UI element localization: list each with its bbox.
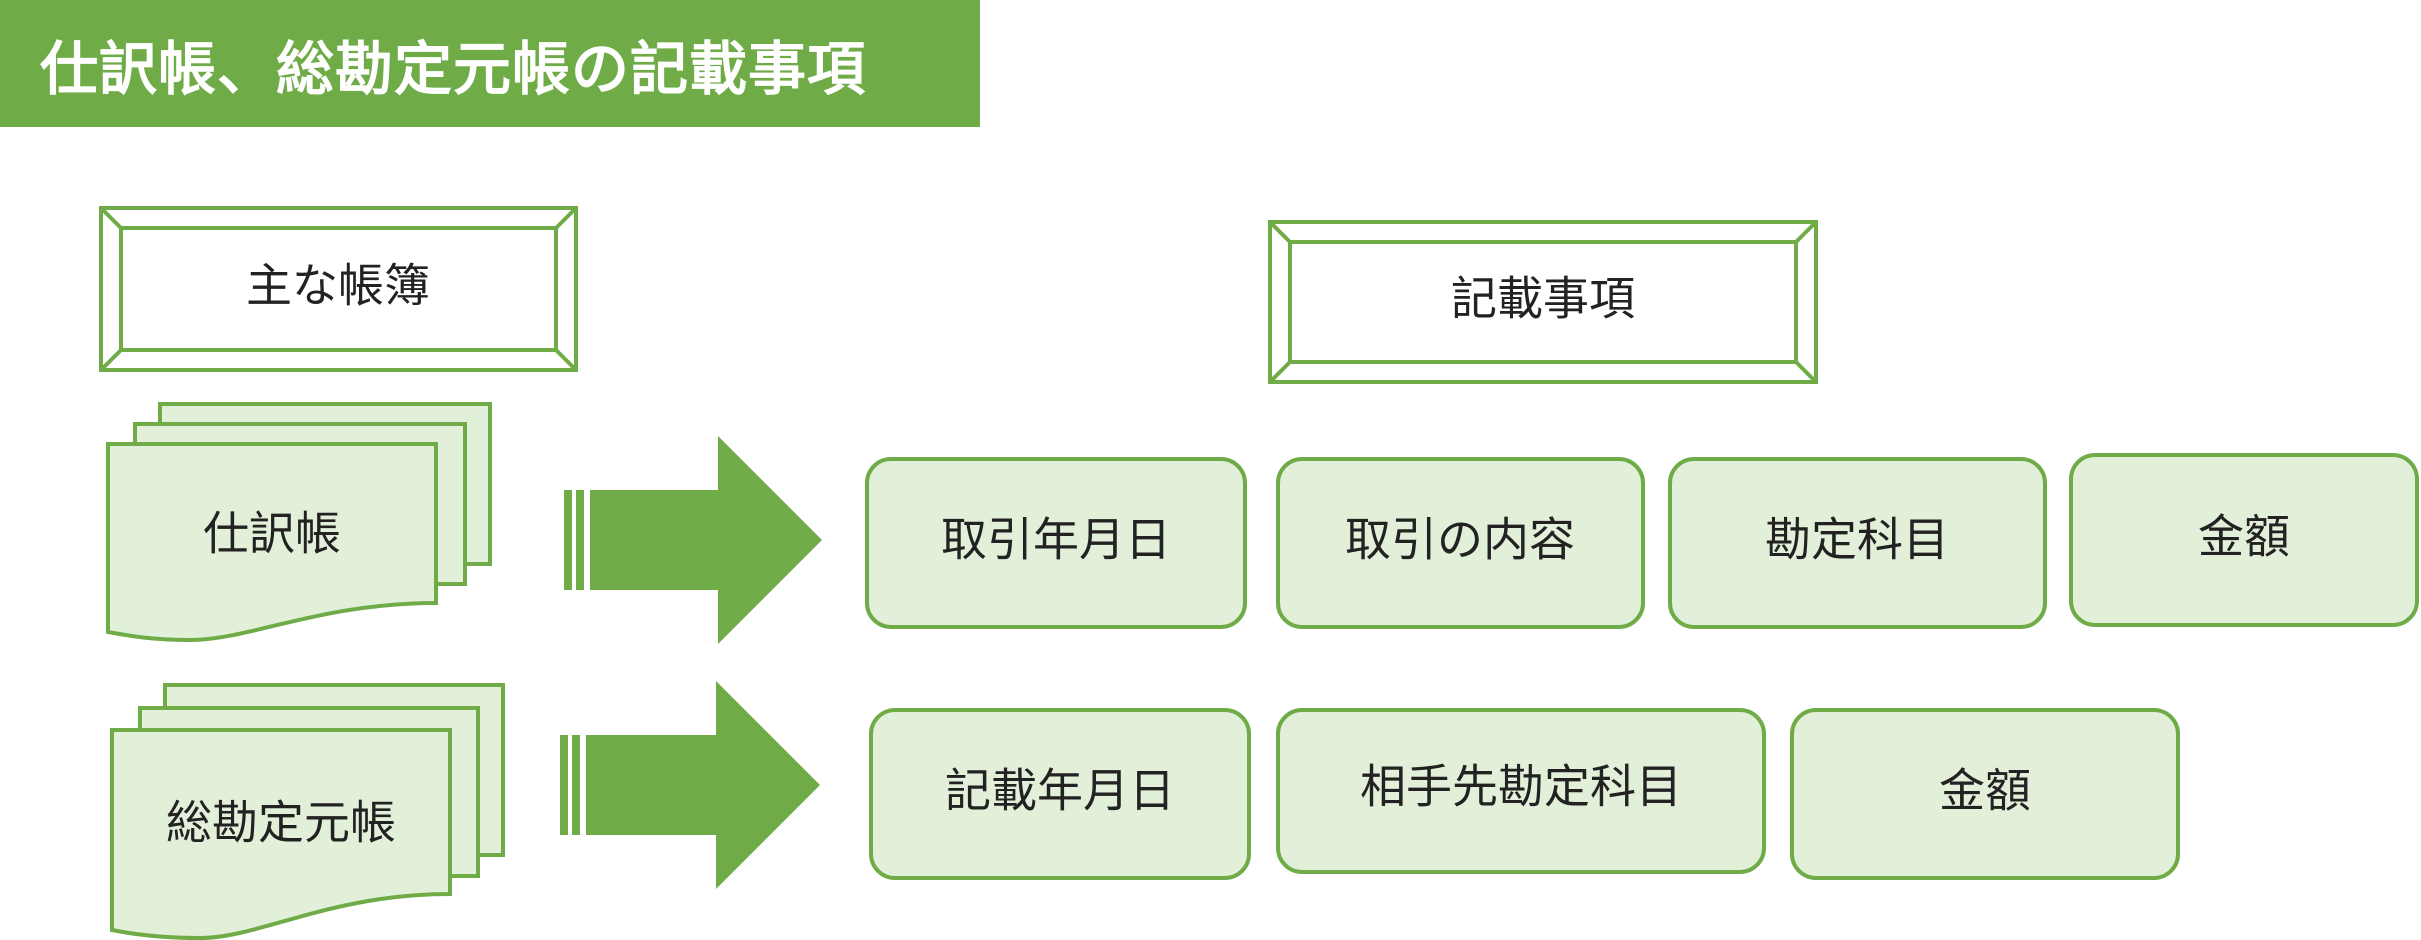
journal-item-transaction-date: 取引年月日 [865, 457, 1247, 629]
journal-item-amount: 金額 [2069, 453, 2419, 627]
journal-item-label: 取引の内容 [1345, 513, 1575, 567]
page-title: 仕訳帳、総勘定元帳の記載事項 [40, 34, 867, 103]
journal-arrow [564, 436, 822, 644]
general-ledger-label: 総勘定元帳 [166, 796, 396, 850]
ledger-item-counter-account: 相手先勘定科目 [1276, 708, 1766, 874]
ledger-item-amount: 金額 [1790, 708, 2180, 880]
title-banner: 仕訳帳、総勘定元帳の記載事項 [0, 0, 980, 127]
ledger-item-entry-date: 記載年月日 [869, 708, 1251, 880]
ledger-item-label: 相手先勘定科目 [1360, 760, 1682, 814]
items-header-label: 記載事項 [1451, 272, 1635, 326]
journal-item-label: 金額 [2198, 510, 2290, 564]
journal-item-label: 勘定科目 [1765, 513, 1949, 567]
books-header-label: 主な帳簿 [246, 259, 430, 313]
journal-label: 仕訳帳 [203, 507, 341, 561]
general-ledger-document: 総勘定元帳 [110, 683, 505, 940]
journal-document: 仕訳帳 [106, 402, 492, 643]
journal-item-transaction-content: 取引の内容 [1276, 457, 1645, 629]
journal-item-label: 取引年月日 [941, 513, 1171, 567]
general-ledger-arrow [560, 681, 820, 889]
ledger-item-label: 金額 [1939, 764, 2031, 818]
items-header: 記載事項 [1268, 220, 1818, 384]
journal-item-account-title: 勘定科目 [1668, 457, 2047, 629]
ledger-item-label: 記載年月日 [945, 764, 1175, 818]
books-header: 主な帳簿 [99, 206, 578, 372]
